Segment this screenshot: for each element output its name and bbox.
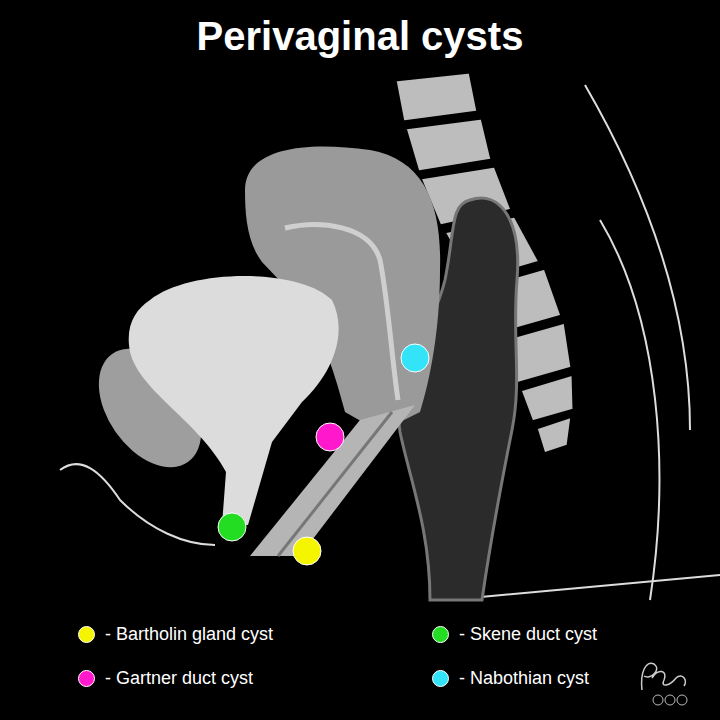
signature	[642, 663, 686, 690]
cyst-marker	[218, 513, 246, 541]
vaginal-canal	[278, 412, 392, 556]
legend-swatch	[78, 626, 95, 643]
legend-text: - Bartholin gland cyst	[105, 624, 273, 645]
cyst-marker	[293, 537, 321, 565]
legend-item: - Gartner duct cyst	[78, 665, 253, 691]
bladder	[129, 276, 339, 525]
legend-item: - Bartholin gland cyst	[78, 621, 273, 647]
licence-mark	[677, 695, 687, 705]
diagram-title: Perivaginal cysts	[0, 14, 720, 59]
cyst-marker	[401, 344, 429, 372]
legend-text: - Nabothian cyst	[459, 668, 589, 689]
legend-item: - Nabothian cyst	[432, 665, 589, 691]
licence-mark	[665, 695, 675, 705]
legend-swatch	[432, 626, 449, 643]
licence-mark	[653, 695, 663, 705]
legend-swatch	[432, 670, 449, 687]
body-outline	[60, 464, 215, 545]
legend-text: - Gartner duct cyst	[105, 668, 253, 689]
legend-swatch	[78, 670, 95, 687]
cyst-marker	[316, 423, 344, 451]
body-outline	[600, 220, 659, 600]
legend-item: - Skene duct cyst	[432, 621, 597, 647]
body-outline	[470, 575, 720, 598]
body-outline	[585, 85, 690, 430]
legend-text: - Skene duct cyst	[459, 624, 597, 645]
